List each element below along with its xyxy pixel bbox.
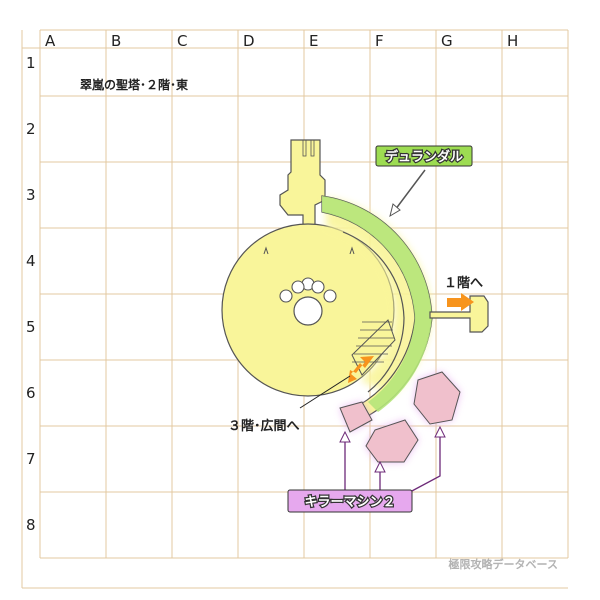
floor1-exit-label: １階へ bbox=[444, 275, 483, 291]
enemy-pointer-heads bbox=[339, 425, 446, 473]
enemy-zone bbox=[339, 401, 373, 433]
boss-zone bbox=[322, 196, 432, 412]
column-label-a: A bbox=[45, 32, 56, 50]
column-labels: A B C D E F G H bbox=[45, 32, 518, 50]
column-label-f: F bbox=[375, 32, 384, 50]
row-label-1: 1 bbox=[26, 54, 36, 72]
enemy-zone bbox=[413, 371, 461, 425]
boss-pointer bbox=[389, 169, 426, 218]
row-label-7: 7 bbox=[26, 450, 36, 468]
floor3-leader-line bbox=[299, 375, 351, 409]
boss-label: デュランダル bbox=[375, 145, 473, 167]
column-label-c: C bbox=[177, 32, 187, 50]
enemy-zones bbox=[339, 371, 461, 463]
pillar bbox=[279, 289, 293, 303]
row-labels: 1 2 3 4 5 6 7 8 bbox=[26, 54, 36, 534]
watermark: 極限攻略データベース bbox=[448, 557, 558, 571]
row-label-8: 8 bbox=[26, 516, 36, 534]
row-label-5: 5 bbox=[26, 318, 36, 336]
wall-notch bbox=[349, 246, 355, 255]
floor3-exit-label: ３階･広間へ bbox=[228, 418, 300, 434]
floor-layout bbox=[221, 139, 489, 421]
stairs-up-arrow bbox=[447, 293, 474, 311]
row-label-6: 6 bbox=[26, 384, 36, 402]
corridor-pillar bbox=[310, 139, 315, 157]
enemy-zone bbox=[365, 419, 419, 463]
row-label-2: 2 bbox=[26, 120, 36, 138]
enemy-name: キラーマシン２ bbox=[304, 495, 395, 510]
boss-name: デュランダル bbox=[385, 149, 463, 165]
row-label-4: 4 bbox=[26, 252, 36, 270]
column-label-b: B bbox=[111, 32, 121, 50]
stairs-down-arrow bbox=[348, 356, 374, 383]
column-label-d: D bbox=[243, 32, 255, 50]
enemy-pointers bbox=[344, 435, 441, 493]
inner-curved-wall bbox=[342, 231, 405, 393]
enemy-label: キラーマシン２ bbox=[287, 489, 413, 513]
column-label-h: H bbox=[507, 32, 518, 50]
row-label-3: 3 bbox=[26, 186, 36, 204]
column-label-e: E bbox=[309, 32, 318, 50]
map-title: 翠嵐の聖塔･２階･東 bbox=[80, 77, 188, 92]
pillar bbox=[291, 280, 305, 294]
wall-notch bbox=[263, 246, 269, 255]
corridor-pillar bbox=[302, 139, 307, 157]
pillar bbox=[311, 280, 325, 294]
center-pillar bbox=[293, 296, 323, 326]
column-label-g: G bbox=[441, 32, 453, 50]
north-corridor bbox=[279, 139, 326, 229]
pillar bbox=[323, 289, 337, 303]
